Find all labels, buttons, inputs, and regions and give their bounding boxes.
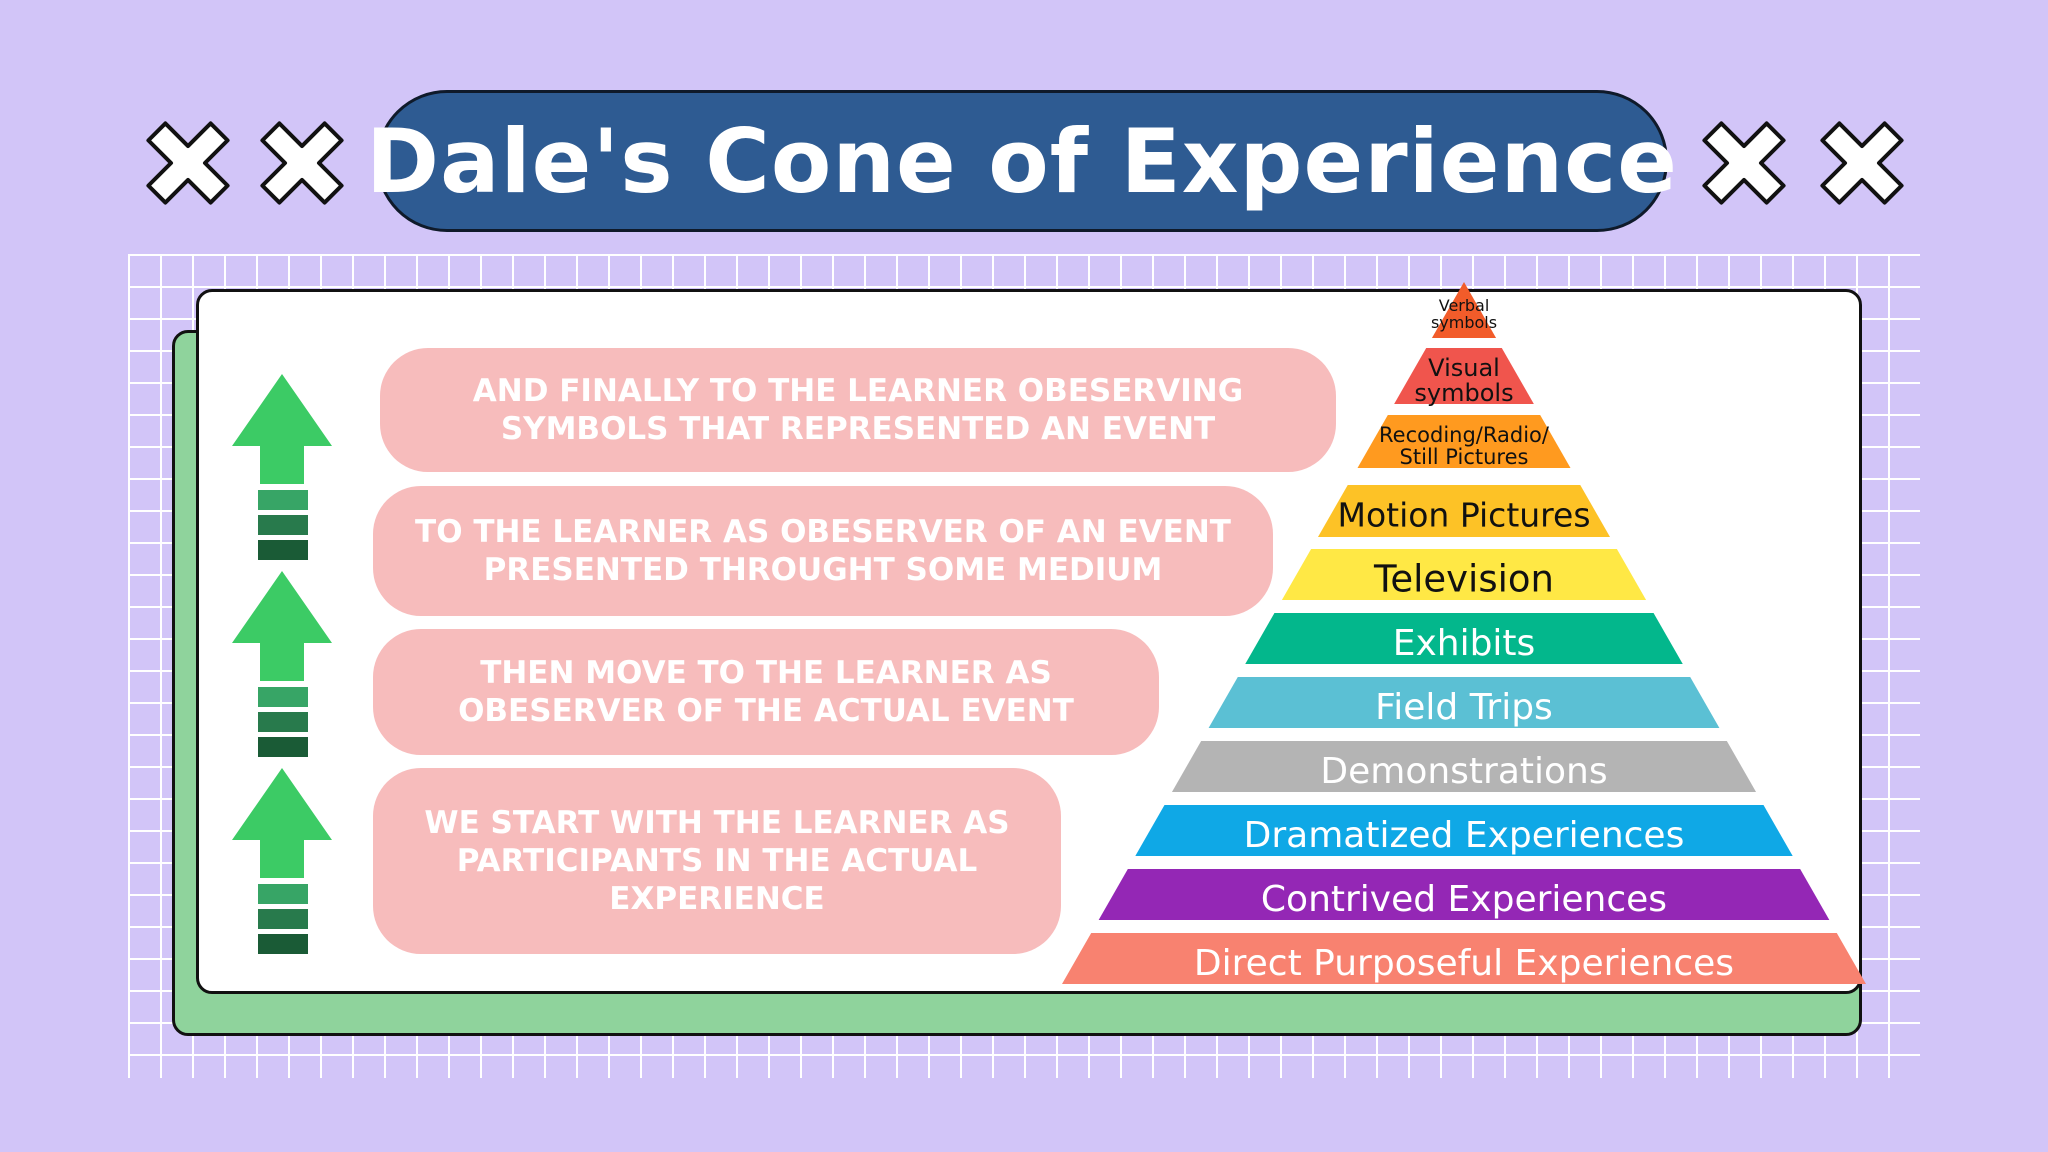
step-text-line: EXPERIENCE bbox=[609, 881, 825, 917]
cone-level-label: Demonstrations bbox=[1320, 751, 1607, 792]
up-arrow-icon bbox=[232, 374, 332, 560]
cone-level bbox=[1098, 869, 1830, 920]
step-text-line: OBESERVER OF THE ACTUAL EVENT bbox=[458, 693, 1074, 729]
step-text-line: WE START WITH THE LEARNER AS bbox=[424, 805, 1010, 841]
step-pill-4: AND FINALLY TO THE LEARNER OBESERVING SY… bbox=[380, 348, 1336, 472]
cone-level-label: symbols bbox=[1414, 379, 1513, 407]
cone-level bbox=[1431, 282, 1497, 338]
step-text-line: THEN MOVE TO THE LEARNER AS bbox=[480, 655, 1052, 691]
cone-level bbox=[1357, 415, 1571, 468]
cone-level-label: Motion Pictures bbox=[1337, 496, 1590, 535]
title-banner: Dale's Cone of Experience bbox=[366, 90, 1677, 232]
cone-level bbox=[1208, 677, 1720, 728]
cone-level-label: Verbal bbox=[1439, 296, 1490, 315]
page-title: Dale's Cone of Experience bbox=[366, 109, 1678, 213]
up-arrow-icon bbox=[232, 768, 332, 954]
x-mark-icon bbox=[1820, 121, 1904, 205]
step-text-line: PRESENTED THROUGHT SOME MEDIUM bbox=[483, 552, 1163, 588]
cone-level-label: symbols bbox=[1431, 313, 1497, 332]
cone-level bbox=[1394, 348, 1534, 404]
cone-level bbox=[1062, 933, 1866, 984]
step-text-line: AND FINALLY TO THE LEARNER OBESERVING bbox=[472, 373, 1244, 409]
x-mark-icon bbox=[146, 121, 230, 205]
cone-level-label: Exhibits bbox=[1393, 623, 1536, 664]
x-mark-icon bbox=[1702, 121, 1786, 205]
cone-level-label: Dramatized Experiences bbox=[1244, 815, 1685, 856]
step-text-line: PARTICIPANTS IN THE ACTUAL bbox=[456, 843, 978, 879]
up-arrow-icon bbox=[232, 571, 332, 757]
step-pill-3: TO THE LEARNER AS OBESERVER OF AN EVENT … bbox=[373, 486, 1273, 616]
cone-level-label: Still Pictures bbox=[1400, 445, 1529, 469]
cone-pyramid: VerbalsymbolsVisualsymbolsRecoding/Radio… bbox=[1062, 282, 1866, 984]
step-text-line: SYMBOLS THAT REPRESENTED AN EVENT bbox=[500, 411, 1216, 447]
cone-level bbox=[1135, 805, 1793, 856]
x-mark-icon bbox=[260, 121, 344, 205]
cone-level-label: Recoding/Radio/ bbox=[1379, 423, 1550, 447]
step-pill-1: WE START WITH THE LEARNER AS PARTICIPANT… bbox=[373, 768, 1061, 954]
step-pill-2: THEN MOVE TO THE LEARNER AS OBESERVER OF… bbox=[373, 629, 1159, 755]
cone-level-label: Visual bbox=[1428, 354, 1500, 382]
cone-level bbox=[1245, 613, 1683, 664]
cone-level-label: Television bbox=[1373, 557, 1554, 600]
cone-level-label: Field Trips bbox=[1375, 687, 1553, 728]
cone-level-label: Contrived Experiences bbox=[1261, 879, 1667, 920]
step-text-line: TO THE LEARNER AS OBESERVER OF AN EVENT bbox=[415, 514, 1231, 550]
cone-level-label: Direct Purposeful Experiences bbox=[1194, 943, 1734, 984]
cone-level bbox=[1281, 549, 1647, 600]
cone-level bbox=[1317, 485, 1611, 537]
cone-level bbox=[1171, 741, 1757, 792]
